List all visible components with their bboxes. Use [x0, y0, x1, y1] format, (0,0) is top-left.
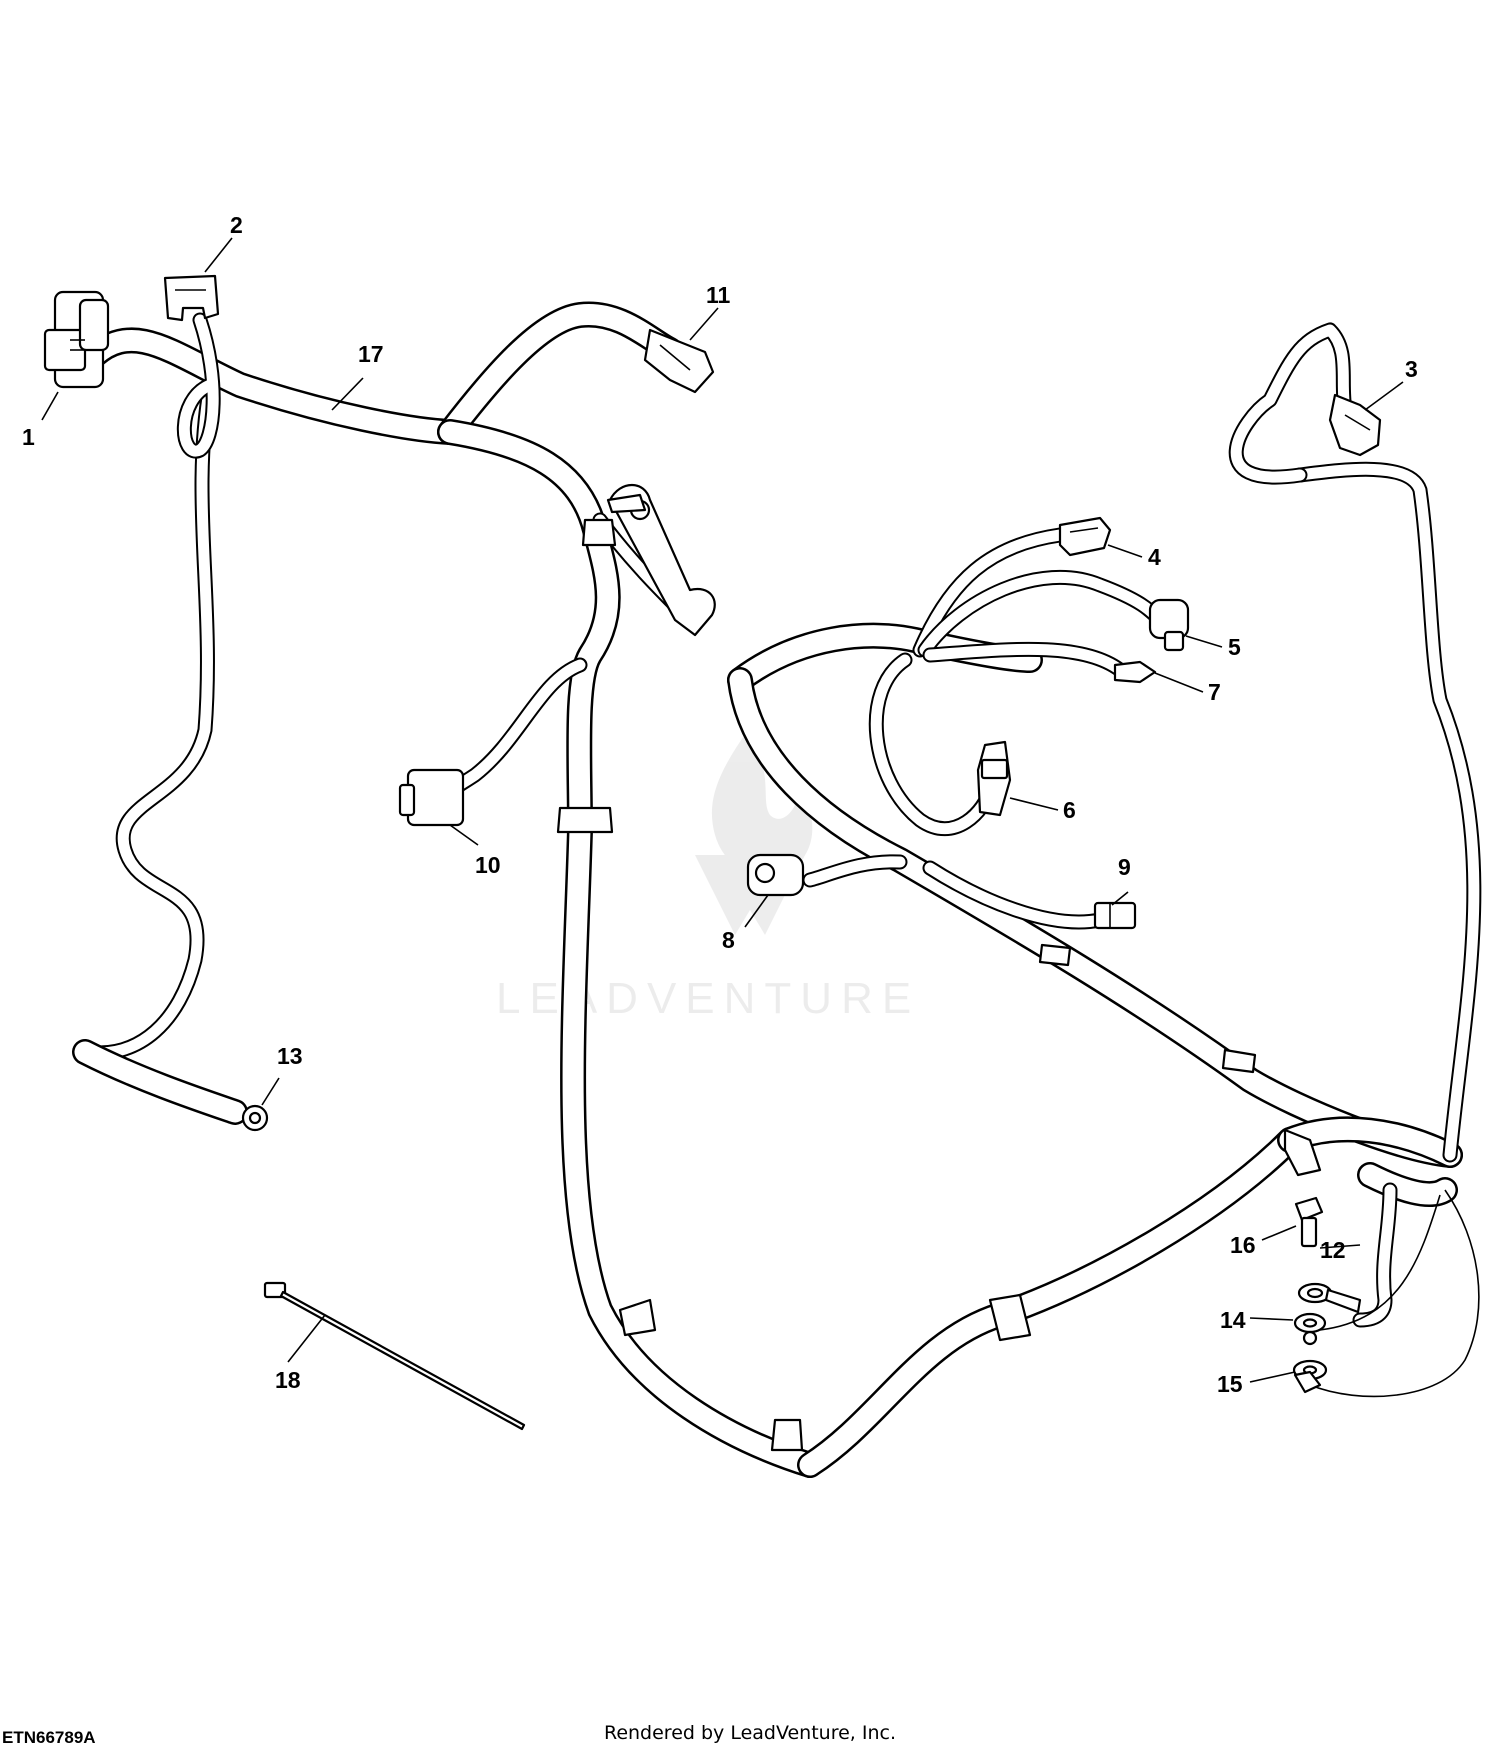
callout-1: 1	[22, 424, 35, 450]
callout-2: 2	[230, 212, 243, 238]
callout-5: 5	[1228, 634, 1241, 660]
connector-6	[976, 740, 1012, 817]
ring-terminal-15	[1292, 1359, 1328, 1394]
callout-13: 13	[277, 1043, 303, 1069]
clip-right-junction	[1283, 1128, 1322, 1177]
harness-clip-middle	[556, 806, 614, 834]
leader-lines	[41, 237, 1404, 1383]
component-relay	[606, 484, 716, 637]
callout-14: 14	[1220, 1307, 1246, 1333]
callout-8: 8	[722, 927, 735, 953]
callout-4: 4	[1148, 544, 1161, 570]
callout-3: 3	[1405, 356, 1418, 382]
callout-labels: 1 2 3 4 5 7 6 8 9 10 11 12 13 14 15 16 1…	[22, 212, 1418, 1397]
harness-clip-upper	[581, 518, 617, 547]
sensor-5	[1148, 598, 1190, 652]
harness-clip-lower-left	[618, 1298, 657, 1337]
callout-7: 7	[1208, 679, 1221, 705]
callout-9: 9	[1118, 854, 1131, 880]
callout-6: 6	[1063, 797, 1076, 823]
eyelet-13	[241, 1104, 269, 1132]
connector-9	[1093, 901, 1137, 930]
connector-11	[643, 328, 715, 394]
clip-mid-right	[1038, 943, 1072, 967]
harness-right	[727, 322, 1482, 1398]
footer-credit: Rendered by LeadVenture, Inc.	[603, 1722, 897, 1744]
connector-3	[1328, 393, 1382, 457]
callout-17: 17	[358, 341, 384, 367]
ring-terminal-12	[1297, 1282, 1362, 1314]
callout-16: 16	[1230, 1232, 1256, 1258]
harness-17	[72, 301, 1303, 1478]
callout-18: 18	[275, 1367, 301, 1393]
cable-tie-18	[263, 1281, 526, 1431]
callout-15: 15	[1217, 1371, 1243, 1397]
washer-14	[1293, 1312, 1327, 1346]
watermark: LEADVENTURE	[496, 730, 920, 1023]
connector-8	[746, 853, 805, 897]
connector-4	[1058, 516, 1112, 557]
callout-11: 11	[706, 282, 731, 308]
connector-2	[163, 274, 220, 322]
callout-10: 10	[475, 852, 501, 878]
connector-1	[43, 290, 110, 389]
terminal-7	[1113, 660, 1157, 684]
clip-right	[1221, 1048, 1257, 1074]
harness-clip-lower-right	[988, 1293, 1032, 1342]
flame-icon	[695, 730, 813, 935]
bolt-16	[1294, 1196, 1324, 1248]
callout-12: 12	[1320, 1237, 1346, 1263]
harness-clip-bottom	[770, 1418, 804, 1452]
figure-id: ETN66789A	[2, 1728, 96, 1747]
connector-10	[398, 768, 465, 827]
watermark-text: LEADVENTURE	[496, 974, 920, 1023]
